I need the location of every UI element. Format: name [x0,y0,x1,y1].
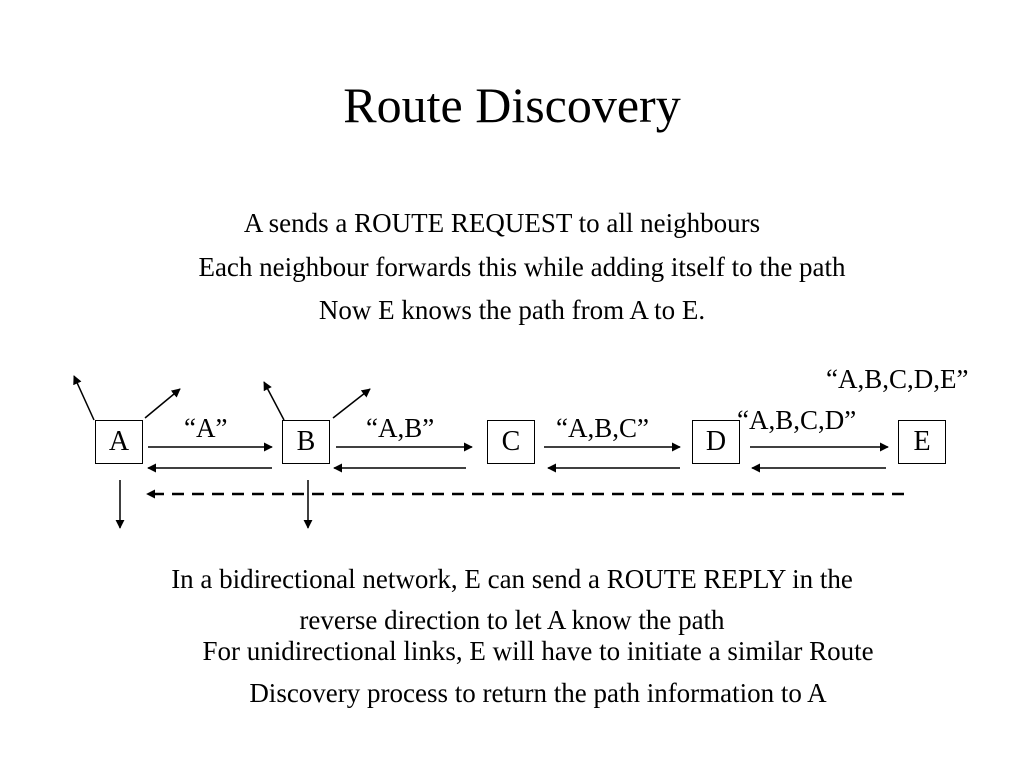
node-e: E [898,420,946,464]
broadcast-arrow-b-right [332,388,371,419]
intro-line-3: Now E knows the path from A to E. [318,295,706,325]
path-label-ab: “A,B” [366,413,435,443]
path-label-abc: “A,B,C” [556,413,649,443]
unidirectional-line-1: For unidirectional links, E will have to… [202,636,874,666]
path-label-abcde: “A,B,C,D,E” [826,364,969,394]
intro-line-1: A sends a ROUTE REQUEST to all neighbour… [243,208,761,238]
intro-line-2: Each neighbour forwards this while addin… [198,252,846,282]
slide-title: Route Discovery [343,77,681,133]
unidirectional-line-2: Discovery process to return the path inf… [249,678,827,708]
node-d: D [692,420,740,464]
reply-line-1: In a bidirectional network, E can send a… [171,564,853,594]
broadcast-arrow-a-right [144,388,181,419]
node-a: A [95,420,143,464]
path-label-abcd: “A,B,C,D” [737,405,857,435]
node-b: B [282,420,330,464]
reply-line-2: reverse direction to let A know the path [299,605,725,635]
broadcast-arrow-b-left [263,381,285,421]
broadcast-arrow-a-left [73,375,95,421]
path-label-a: “A” [184,413,228,443]
node-c: C [487,420,535,464]
